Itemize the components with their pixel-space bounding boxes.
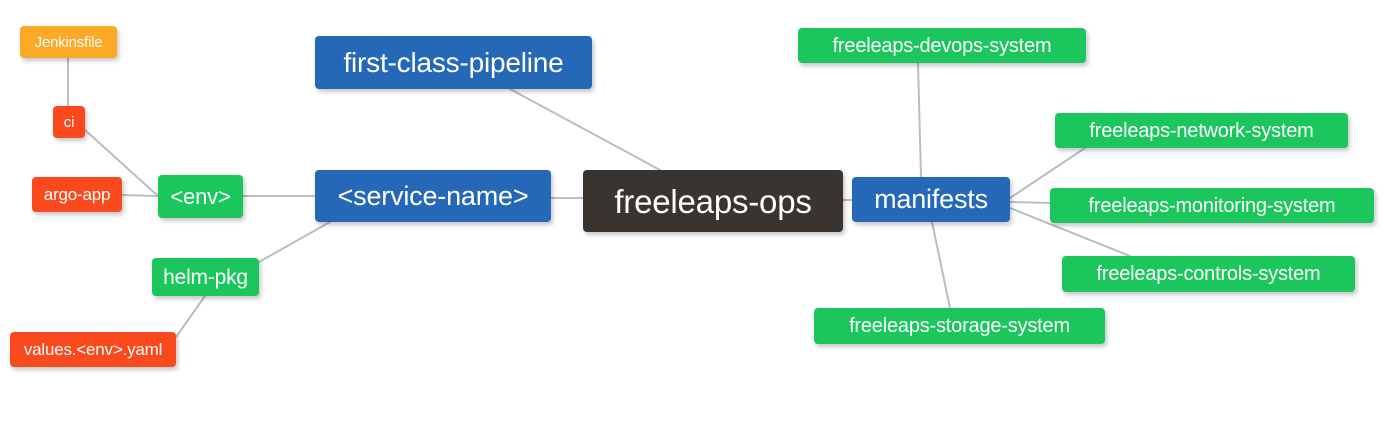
node-values-yaml[interactable]: values.<env>.yaml — [10, 332, 176, 367]
edge-manifests-to-freeleaps-monitoring-system — [1009, 201, 1051, 204]
edge-first-class-pipeline-to-freeleaps-ops — [509, 88, 661, 171]
edge-helm-pkg-to-service-name — [258, 221, 331, 263]
node-jenkinsfile[interactable]: Jenkinsfile — [20, 26, 117, 58]
edge-manifests-to-freeleaps-storage-system — [931, 221, 951, 309]
node-freeleaps-ops[interactable]: freeleaps-ops — [583, 170, 843, 232]
node-service-name[interactable]: <service-name> — [315, 170, 551, 222]
node-manifests[interactable]: manifests — [852, 177, 1010, 222]
node-ci[interactable]: ci — [53, 106, 85, 138]
node-freeleaps-network-system[interactable]: freeleaps-network-system — [1055, 113, 1348, 148]
node-freeleaps-controls-system[interactable]: freeleaps-controls-system — [1062, 256, 1355, 292]
node-env[interactable]: <env> — [158, 175, 243, 218]
edge-manifests-to-freeleaps-devops-system — [917, 62, 922, 178]
edge-argo-app-to-env — [121, 194, 159, 197]
node-freeleaps-storage-system[interactable]: freeleaps-storage-system — [814, 308, 1105, 344]
node-argo-app[interactable]: argo-app — [32, 177, 122, 212]
edge-values-yaml-to-helm-pkg — [175, 295, 206, 338]
node-first-class-pipeline[interactable]: first-class-pipeline — [315, 36, 592, 89]
node-helm-pkg[interactable]: helm-pkg — [152, 258, 259, 296]
node-freeleaps-monitoring-system[interactable]: freeleaps-monitoring-system — [1050, 188, 1374, 223]
node-freeleaps-devops-system[interactable]: freeleaps-devops-system — [798, 28, 1086, 63]
